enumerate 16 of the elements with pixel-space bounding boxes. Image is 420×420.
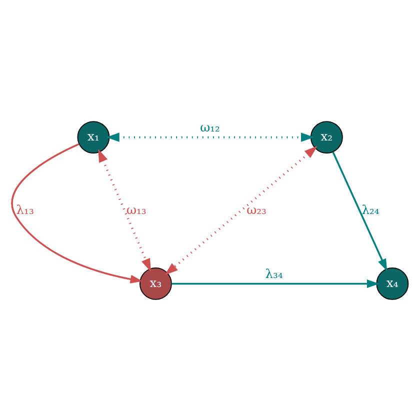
node-circle: x₁ (77, 120, 110, 153)
edge-label: ω₁₂ (200, 120, 220, 134)
node-circle: x₄ (376, 267, 409, 300)
arrow (332, 151, 388, 271)
arrow (106, 132, 314, 142)
edge-label: λ₃₄ (265, 266, 283, 280)
edge-label: λ₁₃ (16, 202, 34, 216)
arrow (164, 145, 318, 275)
node-circle: x₂ (310, 120, 343, 153)
arrow (98, 148, 151, 272)
node-circle: x₃ (140, 267, 172, 300)
arrow (11, 142, 143, 283)
edge-label: ω₂₃ (246, 202, 266, 216)
edge-label: ω₁₃ (126, 202, 146, 216)
arrow (172, 278, 380, 288)
edge-label: λ₂₄ (362, 202, 380, 216)
